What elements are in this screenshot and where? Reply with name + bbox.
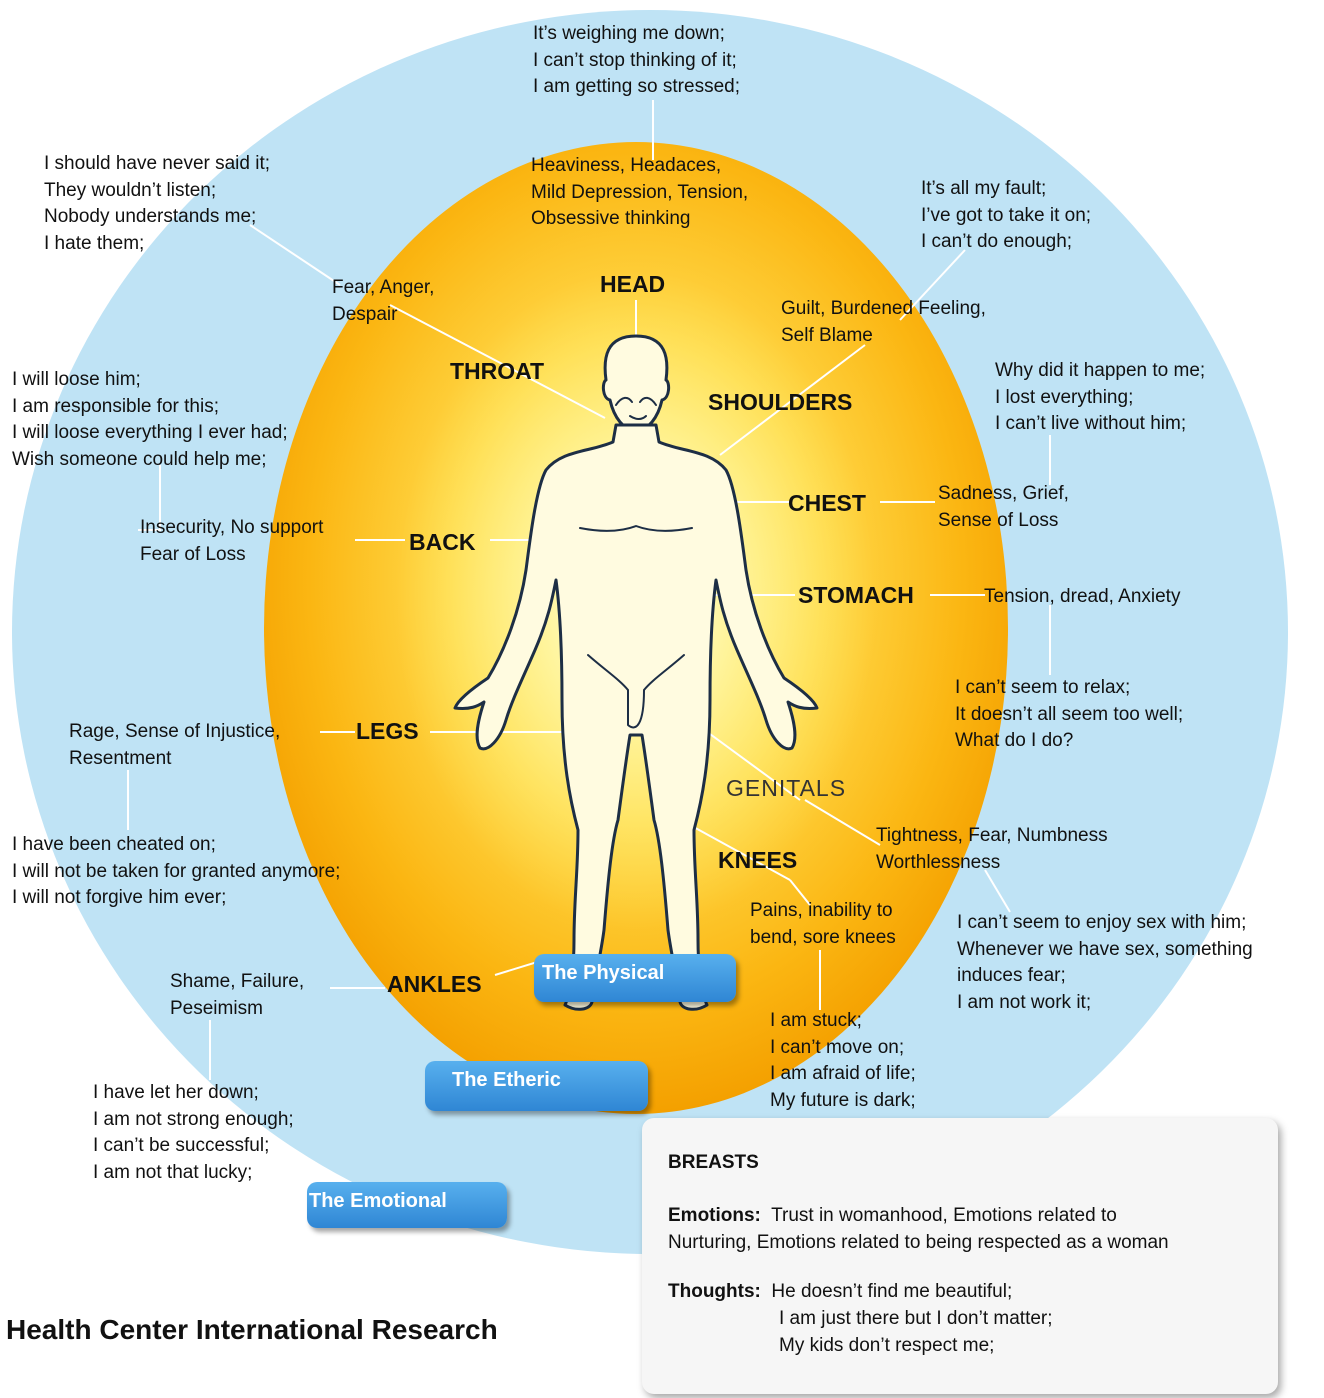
knees-thoughts: I am stuck; I can’t move on; I am afraid…	[770, 1010, 916, 1111]
shoulders-thoughts: It’s all my fault; I’ve got to take it o…	[921, 178, 1092, 252]
thoughts-line-1: He doesn’t find me beautiful;	[771, 1281, 1013, 1302]
breasts-info-box: BREASTS Emotions: Trust in womanhood, Em…	[642, 1118, 1278, 1394]
ankles-emotions: Shame, Failure, Peseimism	[170, 971, 305, 1019]
the-physical-button[interactable]: The Physical	[534, 954, 736, 1002]
emotions-line-1: Trust in womanhood, Emotions related to	[771, 1205, 1117, 1226]
head-thoughts: It’s weighing me down; I can’t stop thin…	[533, 23, 740, 97]
breasts-title: BREASTS	[668, 1152, 759, 1173]
human-figure	[453, 334, 819, 1011]
head-emotions: Heaviness, Headaces, Mild Depression, Te…	[531, 155, 749, 229]
breasts-thoughts: Thoughts: He doesn’t find me beautiful; …	[668, 1278, 1254, 1359]
stomach-thoughts: I can’t seem to relax; It doesn’t all se…	[955, 677, 1184, 751]
genitals-emotions: Tightness, Fear, Numbness Worthlessness	[876, 825, 1108, 873]
legs-thoughts: I have been cheated on; I will not be ta…	[12, 834, 341, 908]
emotions-line-2: Nurturing, Emotions related to being res…	[668, 1232, 1169, 1253]
back-thoughts: I will loose him; I am responsible for t…	[12, 369, 288, 470]
the-emotional-button[interactable]: The Emotional	[307, 1182, 507, 1228]
ankles-thoughts: I have let her down; I am not strong eno…	[93, 1082, 294, 1183]
legs-emotions: Rage, Sense of Injustice, Resentment	[69, 721, 281, 769]
label-back: BACK	[409, 529, 476, 555]
footer-title: Health Center International Research	[6, 1314, 498, 1345]
back-emotions: Insecurity, No support Fear of Loss	[140, 517, 324, 565]
chest-thoughts: Why did it happen to me; I lost everythi…	[995, 360, 1206, 434]
shoulders-emotions: Guilt, Burdened Feeling, Self Blame	[781, 298, 986, 346]
thoughts-label: Thoughts:	[668, 1281, 761, 1302]
label-knees: KNEES	[718, 847, 798, 873]
emotions-label: Emotions:	[668, 1205, 761, 1226]
throat-thoughts: I should have never said it; They wouldn…	[44, 153, 271, 254]
label-ankles: ANKLES	[387, 971, 482, 997]
breasts-emotions: Emotions: Trust in womanhood, Emotions r…	[668, 1202, 1254, 1256]
genitals-thoughts: I can’t seem to enjoy sex with him; When…	[957, 912, 1253, 1013]
chest-emotions: Sadness, Grief, Sense of Loss	[938, 483, 1069, 531]
label-shoulders: SHOULDERS	[708, 389, 853, 415]
label-throat: THROAT	[450, 358, 545, 384]
label-genitals: GENITALS	[726, 775, 847, 801]
thoughts-line-2: I am just there but I don’t matter;	[779, 1308, 1053, 1329]
label-legs: LEGS	[356, 718, 419, 744]
stomach-emotions: Tension, dread, Anxiety	[984, 586, 1181, 607]
label-stomach: STOMACH	[798, 582, 914, 608]
label-chest: CHEST	[788, 490, 866, 516]
knees-emotions: Pains, inability to bend, sore knees	[750, 900, 896, 948]
label-head: HEAD	[600, 271, 666, 297]
thoughts-line-3: My kids don’t respect me;	[779, 1335, 995, 1356]
throat-emotions: Fear, Anger, Despair	[332, 277, 435, 325]
the-etheric-button[interactable]: The Etheric	[425, 1061, 648, 1111]
